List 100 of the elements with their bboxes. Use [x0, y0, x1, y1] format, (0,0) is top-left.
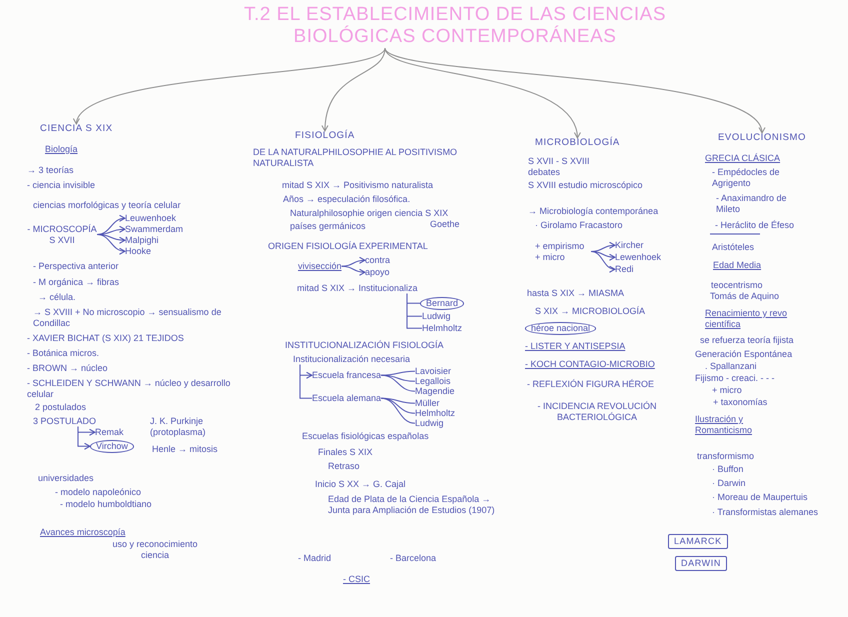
note-text: Ludwig	[422, 311, 451, 322]
circled-text: Bernard	[420, 297, 464, 310]
note-text: mitad S XIX → Institucionaliza	[297, 283, 418, 294]
note-text: - Anaximandro de Mileto	[716, 193, 788, 214]
note-text: Años → especulación filosófica.	[283, 194, 410, 204]
note-text: - Botánica micros.	[27, 348, 100, 358]
note-text: transformismo	[697, 451, 754, 462]
subheading: ORIGEN FISIOLOGÍA EXPERIMENTAL	[268, 241, 428, 252]
note-text: - CSIC	[343, 574, 370, 584]
arrow	[78, 426, 90, 450]
note-text: - REFLEXIÓN FIGURA HÉROE	[527, 379, 654, 390]
note-text: uso y reconocimiento ciencia	[111, 539, 199, 560]
note-text: apoyo	[365, 267, 390, 278]
note-text: · Darwin	[712, 478, 746, 488]
note-text: Helmholtz	[415, 408, 456, 418]
subheading: INSTITUCIONALIZACIÓN FISIOLOGÍA	[285, 340, 444, 350]
note-text: - Perspectiva anterior	[33, 261, 119, 272]
note-text: - modelo napoleónico	[55, 487, 142, 498]
note-text: Finales S XIX	[318, 447, 373, 458]
note-text: vivisección	[298, 261, 342, 272]
connector-line	[300, 364, 312, 399]
note-text: Leuwenhoek	[125, 213, 176, 224]
section-heading: FISIOLOGÍA	[295, 131, 355, 142]
note-text: Escuela francesa	[312, 370, 382, 380]
note-text: → célula.	[38, 292, 76, 302]
note-text: J. K. Purkinje (protoplasma)	[150, 416, 207, 437]
subheading: Edad Media	[713, 260, 762, 270]
note-text: S XVII - S XVIII debates	[528, 156, 591, 177]
subheading: Avances microscopía	[40, 527, 126, 538]
note-text: Fijismo - creaci. - - -	[695, 373, 774, 384]
title-heading: T.2 EL ESTABLECIMIENTO DE LAS CIENCIAS BIOLÓGICAS CONTEMPORÁNEAS	[230, 4, 680, 48]
note-text: - MICROSCOPÍA S XVII	[27, 224, 97, 245]
note-text: - modelo humboldtiano	[60, 499, 152, 510]
note-text: · Transformistas alemanes	[712, 507, 818, 518]
note-text: Redi	[615, 264, 634, 274]
note-text: - INCIDENCIA REVOLUCIÓN BACTERIOLÓGICA	[536, 401, 658, 422]
note-text: → Microbiología contemporánea	[528, 206, 658, 216]
note-text: + micro	[712, 385, 742, 396]
note-text: - KOCH CONTAGIO-MICROBIO	[525, 359, 655, 370]
connector-line	[380, 374, 416, 392]
note-text: países germánicos	[290, 221, 366, 232]
arrow	[384, 48, 763, 134]
note-text: Naturalphilosophie origen ciencia S XIX	[290, 208, 448, 218]
note-text: - BROWN → núcleo	[27, 363, 108, 374]
note-text: Magendie	[415, 386, 455, 396]
note-text: Remak	[95, 427, 124, 438]
circled-text: héroe nacional	[525, 322, 596, 334]
note-text: 3 POSTULADO	[33, 416, 96, 426]
section-heading: MICROBIOLOGÍA	[535, 138, 620, 148]
boxed-text: LAMARCK	[668, 534, 728, 548]
note-text: · Girolamo Fracastoro	[535, 220, 623, 230]
note-text: Aristóteles	[712, 242, 754, 252]
note-text: Tomás de Aquino	[710, 291, 780, 302]
arrow	[96, 215, 126, 235]
note-text: Helmholtz	[422, 323, 462, 334]
note-text: Institucionalización necesaria	[293, 354, 410, 364]
subheading: Renacimiento y revo científica	[705, 308, 788, 329]
subheading: Escuelas fisiológicas españolas	[302, 431, 429, 442]
note-text: S XIX → MICROBIOLOGÍA	[535, 306, 646, 316]
arrow	[590, 251, 616, 261]
arrow	[341, 266, 366, 276]
note-text: - Empédocles de Agrigento	[712, 167, 781, 188]
note-text: - M orgánica → fibras	[33, 277, 120, 288]
connector-line	[380, 370, 416, 376]
arrow	[76, 48, 386, 124]
note-text: se refuerza teoría fijista	[700, 335, 794, 346]
note-text: ciencias morfológicas y teoría celular	[33, 200, 181, 210]
note-text: mitad S XIX → Positivismo naturalista	[282, 180, 434, 190]
arrow	[96, 234, 126, 244]
note-text: Goethe	[430, 219, 460, 230]
note-text: Edad de Plata de la Ciencia Española → Junta para Ampliación de Estudios (1907)	[328, 494, 496, 515]
subheading: universidades	[38, 473, 94, 484]
boxed-text: DARWIN	[675, 556, 727, 570]
note-text: Hooke	[125, 246, 152, 256]
arrow	[96, 234, 126, 254]
note-text: hasta S XIX → MIASMA	[527, 288, 624, 298]
note-text: - SCHLEIDEN Y SCHWANN → núcleo y desarrollo celular	[27, 378, 232, 399]
note-text: Retraso	[328, 461, 360, 472]
note-text: Henle → mitosis	[152, 444, 218, 454]
note-text: Kircher	[615, 240, 644, 250]
note-text: contra	[365, 255, 390, 266]
note-text: - ciencia invisible	[27, 180, 96, 190]
connector-line	[406, 293, 422, 329]
note-text: Malpighi	[125, 235, 159, 246]
note-text: S XVIII estudio microscópico	[528, 180, 643, 190]
note-text: - LISTER Y ANTISEPSIA	[525, 341, 626, 352]
note-text: Lewenhoek	[615, 252, 662, 262]
note-text: · Buffon	[712, 464, 744, 474]
note-text: · Moreau de Maupertuis	[712, 492, 808, 502]
subheading: Biología	[45, 144, 78, 154]
subheading: Ilustración y Romanticismo	[695, 414, 754, 435]
note-text: Escuela alemana	[312, 393, 382, 404]
note-text: - Barcelona	[390, 553, 436, 564]
section-heading: CIENCIA S XIX	[40, 124, 113, 134]
note-text: → 3 teorías	[27, 165, 74, 176]
note-text: + taxonomías	[713, 397, 768, 408]
note-text: Lavoisier	[415, 366, 452, 376]
arrow	[78, 426, 96, 436]
connector-line	[380, 398, 416, 424]
subheading: GRECIA CLÁSICA	[705, 153, 780, 164]
